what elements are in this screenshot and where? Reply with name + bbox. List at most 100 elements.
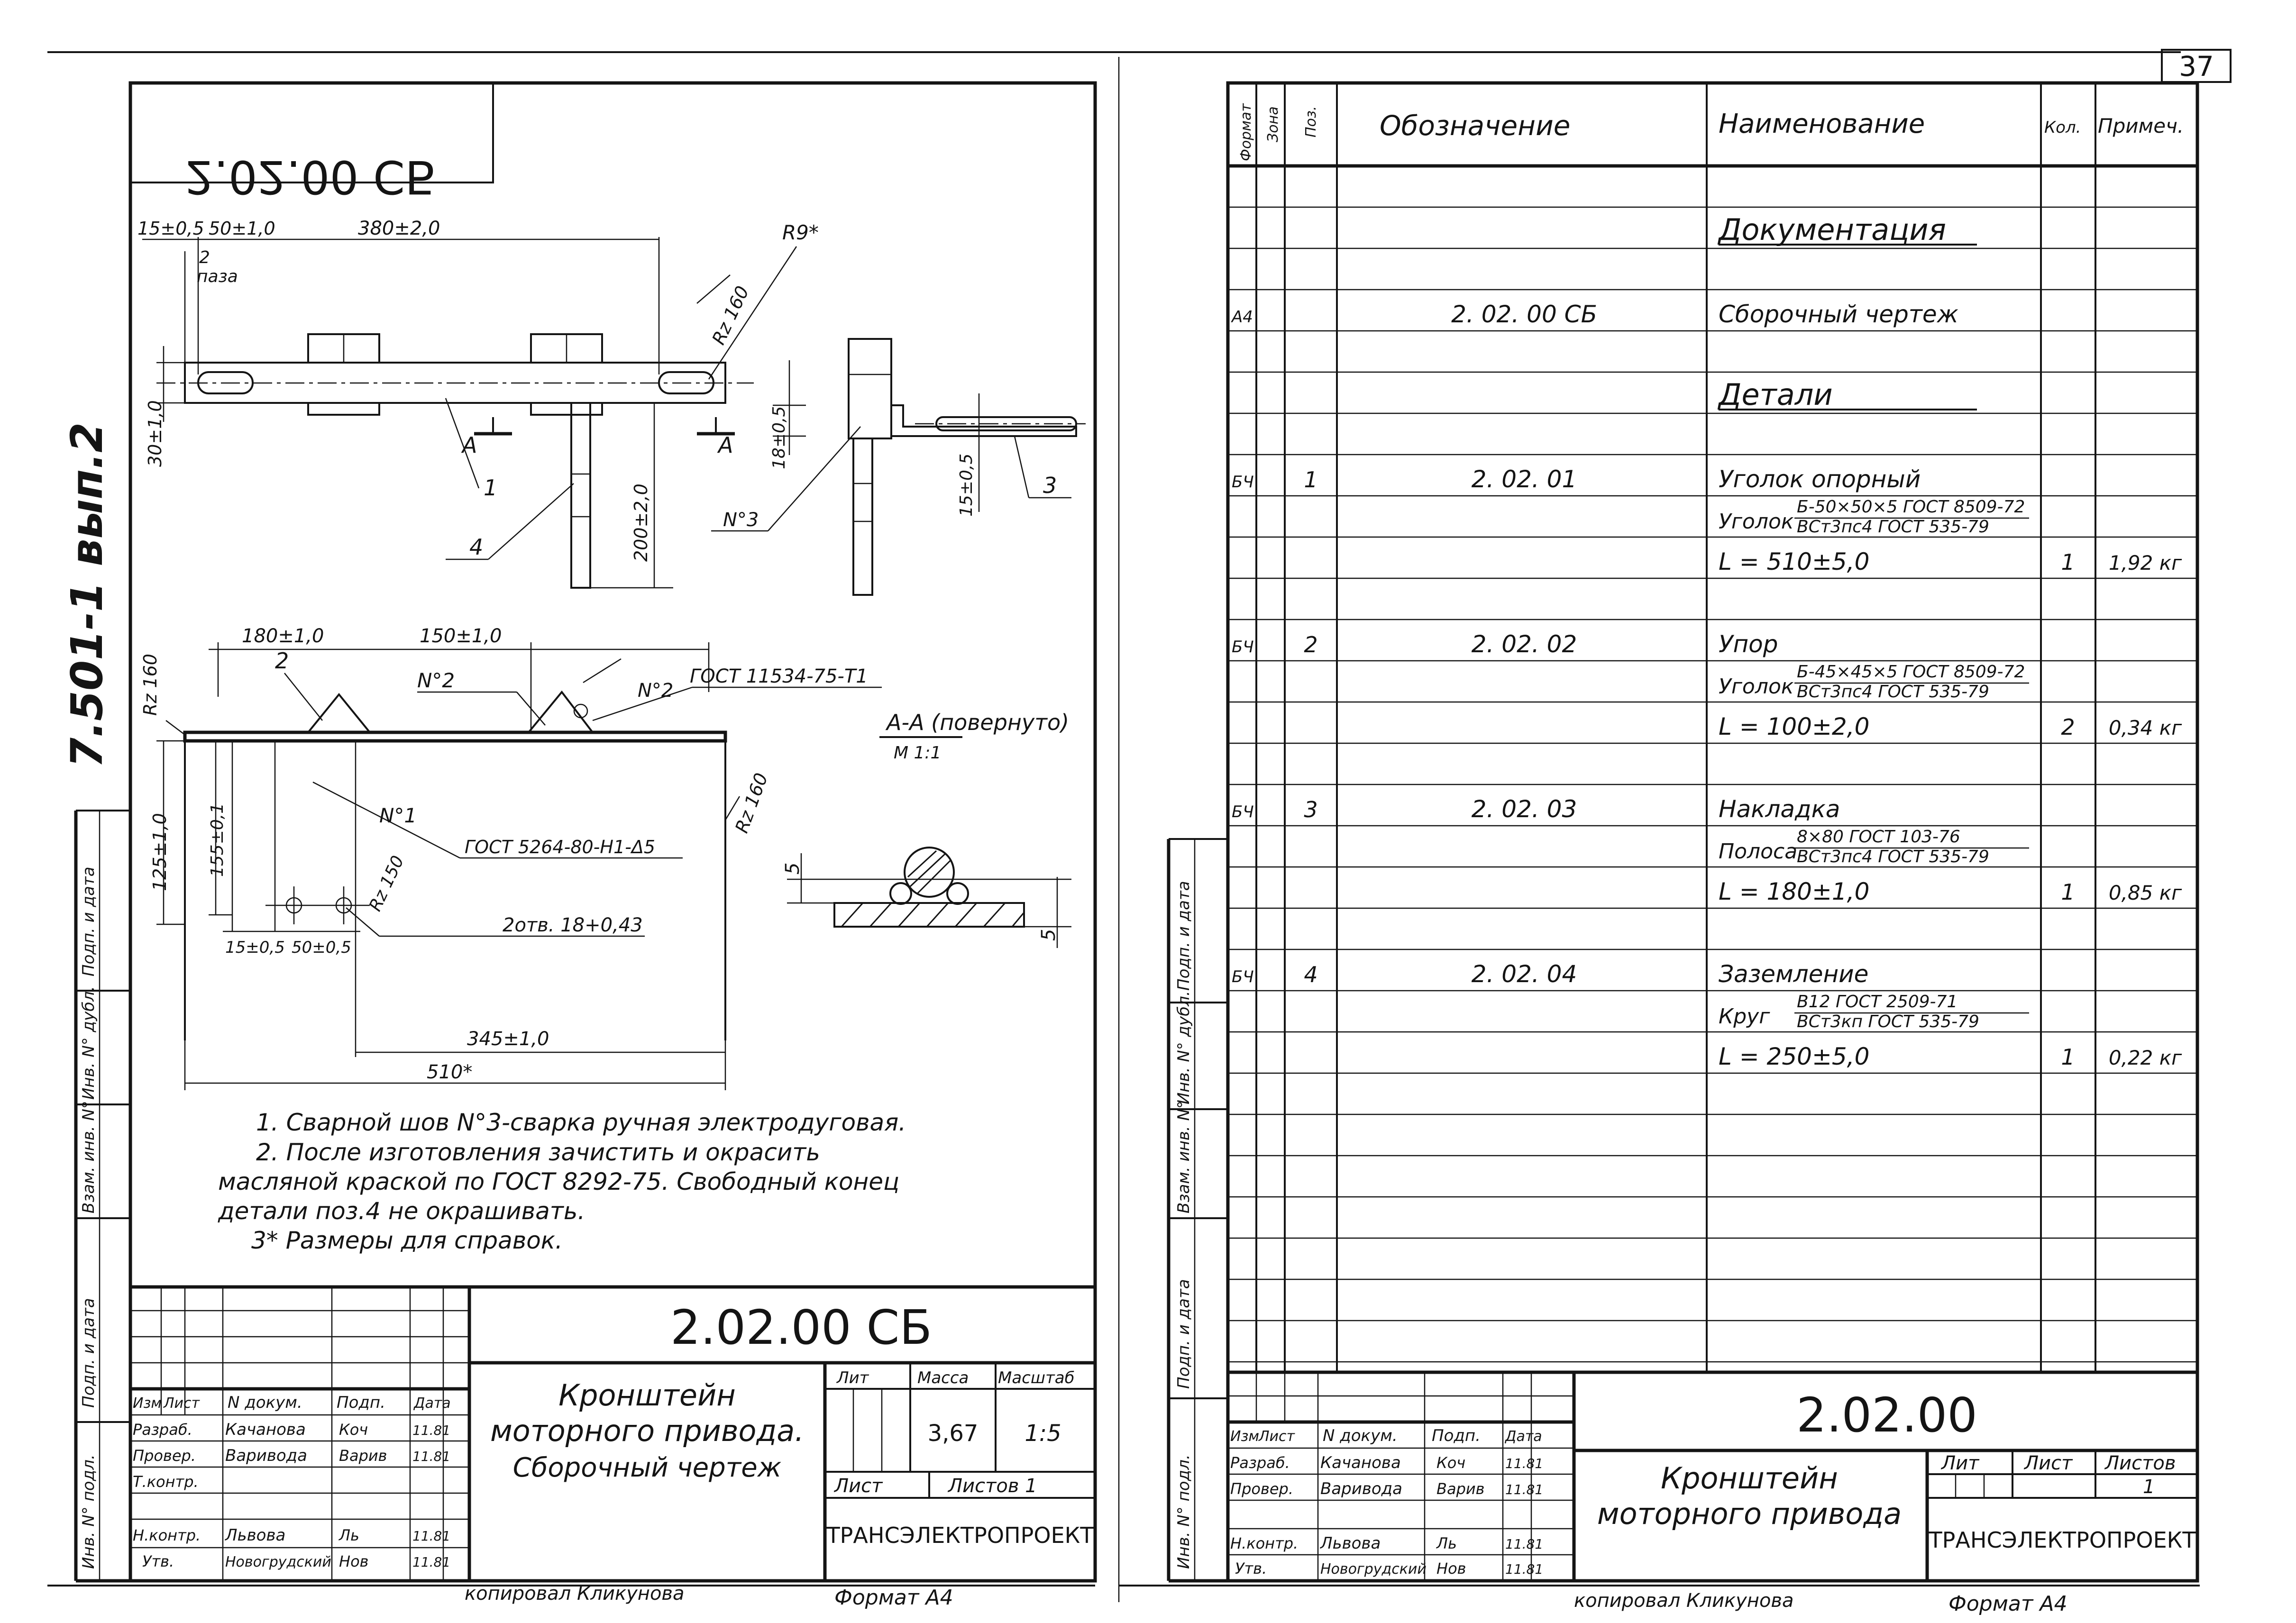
hdr-zona: Зона [1265, 106, 1281, 142]
spec-naim: Документация [1717, 212, 1946, 247]
right-title-1: Кронштейн [1661, 1461, 1838, 1495]
spec-frac-top: Б-45×45×5 ГОСТ 8509-72 [1797, 662, 2025, 682]
dim-510: 510* [427, 1061, 472, 1083]
hdr-ndok: N докум. [228, 1393, 302, 1412]
role-3: Н.контр. [133, 1526, 201, 1544]
org-right: ТРАНСЭЛЕКТРОПРОЕКТ [1929, 1527, 2196, 1553]
r-listov-value: 1 [2143, 1476, 2155, 1498]
spec-oboz: 2. 02. 04 [1472, 960, 1577, 988]
side-inv-podl: Инв. N° подл. [79, 1454, 98, 1569]
dim-150: 150±1,0 [420, 625, 502, 647]
dim-200: 200±2,0 [631, 483, 651, 562]
r-hdr-list: Лист [1258, 1428, 1296, 1445]
lit-label: Лит [836, 1368, 869, 1387]
top-view: А А 15±0,5 50±1,0 380±2,0 2 паза R9* Rz … [137, 218, 819, 589]
spec-frac-bot: ВСт3пс4 ГОСТ 535-79 [1797, 682, 1989, 702]
section-aa: А-А (повернуто) М 1:1 5 5 [782, 710, 1071, 948]
spec-oboz: 2. 02. 03 [1472, 795, 1577, 823]
r-hdr-podp: Подп. [1432, 1426, 1481, 1445]
dim-5a: 5 [782, 863, 804, 875]
spec-naim: Упор [1719, 630, 1778, 658]
r-side-vzam: Взам. инв. N° [1174, 1101, 1193, 1213]
dim-rz160-left: Rz 160 [140, 654, 161, 716]
massa-label: Масса [917, 1368, 969, 1387]
sign-3: Ль [338, 1526, 359, 1544]
spec-prim: 1,92 кг [2109, 551, 2182, 574]
spec-naim: Детали [1717, 377, 1833, 412]
spec-naim: Уголок [1719, 510, 1794, 534]
role-0: Разраб. [133, 1421, 192, 1439]
spec-frac-bot: ВСт3пс4 ГОСТ 535-79 [1797, 517, 1989, 537]
spec-prim: 0,85 кг [2109, 881, 2182, 904]
hdr-data: Дата [413, 1395, 451, 1412]
r-sign-1: Варив [1436, 1480, 1485, 1498]
hdr-oboz: Обозначение [1380, 109, 1570, 142]
r-date-3: 11.81 [1505, 1536, 1543, 1552]
dim-155: 155±0,1 [208, 803, 227, 877]
spec-naim: L = 510±5,0 [1719, 548, 1869, 575]
dim-rz160-top: Rz 160 [708, 283, 753, 348]
hdr-prim: Примеч. [2098, 114, 2184, 137]
masshtab-label: Масштаб [998, 1368, 1075, 1387]
r-lit-label: Лит [1940, 1452, 1980, 1474]
spec-format: БЧ [1232, 967, 1254, 986]
spec-prim: 0,22 кг [2109, 1046, 2182, 1069]
dim-180: 180±1,0 [242, 625, 324, 647]
spec-format: БЧ [1232, 802, 1254, 821]
weld-n2a: N°2 [417, 669, 455, 692]
name-0: Качанова [225, 1420, 306, 1439]
spec-frac-bot: ВСт3кп ГОСТ 535-79 [1797, 1012, 1979, 1031]
dim-345: 345±1,0 [467, 1028, 549, 1050]
side-view: 18±0,5 15±0,5 3 N°3 [711, 338, 1086, 596]
left-title-block: Изм Лист N докум. Подп. Дата Разраб. Кач… [130, 1285, 1095, 1581]
spec-table: Формат Зона Поз. Обозначение Наименовани… [1228, 83, 2197, 1372]
spec-naim: Уголок опорный [1719, 465, 1921, 493]
weld-n1: N°1 [379, 804, 417, 827]
name-1: Варивода [225, 1446, 307, 1465]
r-name-3: Львова [1319, 1534, 1381, 1553]
spec-prim: 0,34 кг [2109, 716, 2182, 739]
spec-naim: Накладка [1719, 795, 1840, 823]
spec-kol: 1 [2061, 879, 2075, 905]
spec-naim: Сборочный чертеж [1719, 301, 1958, 328]
side-inv-dubl: Инв. N° дубл. [79, 986, 98, 1100]
role-4: Утв. [142, 1552, 174, 1570]
r-role-0: Разраб. [1230, 1454, 1290, 1472]
r-date-4: 11.81 [1505, 1561, 1543, 1577]
r-role-3: Н.контр. [1230, 1534, 1298, 1552]
spec-format: БЧ [1232, 473, 1254, 492]
date-3: 11.81 [412, 1528, 450, 1544]
spec-naim: Уголок [1719, 675, 1794, 699]
spec-frac-top: В12 ГОСТ 2509-71 [1797, 992, 1958, 1012]
pos-label-3: 3 [1043, 473, 1057, 498]
spec-poz: 4 [1304, 962, 1317, 987]
spec-frac-top: Б-50×50×5 ГОСТ 8509-72 [1797, 497, 2025, 517]
dim-15b: 15±0,5 [957, 454, 976, 517]
scale-value: 1:5 [1025, 1420, 1061, 1447]
spec-naim: L = 180±1,0 [1719, 878, 1869, 905]
left-format: Формат А4 [834, 1586, 953, 1610]
name-4: Новогрудский [225, 1554, 331, 1570]
spec-poz: 3 [1304, 797, 1317, 822]
section-scale: М 1:1 [894, 743, 941, 763]
weld-n2b: N°2 [638, 680, 673, 702]
r-list-label: Лист [2023, 1452, 2073, 1474]
spec-frac-top: 8×80 ГОСТ 103-76 [1797, 827, 1960, 847]
spec-poz: 1 [1304, 467, 1317, 492]
front-view: 125±1,0 155±0,1 15±0,5 50±0,5 345±1,0 51… [140, 625, 882, 1090]
r-sign-3: Ль [1436, 1534, 1457, 1552]
date-4: 11.81 [412, 1554, 450, 1570]
hdr-izm: Изм [133, 1395, 162, 1412]
dim-50c: 50±0,5 [292, 938, 351, 957]
spec-oboz: 2. 02. 00 СБ [1451, 301, 1597, 328]
weld-gost11534: ГОСТ 11534-75-Т1 [690, 666, 868, 687]
dim-125: 125±1,0 [149, 813, 170, 891]
spec-format: БЧ [1232, 638, 1254, 656]
r-listov-label: Листов [2104, 1452, 2176, 1474]
weld-gost5264: ГОСТ 5264-80-Н1-Δ5 [465, 837, 655, 857]
pos-label-1: 1 [484, 475, 497, 501]
r-role-4: Утв. [1235, 1559, 1267, 1577]
sign-0: Коч [339, 1421, 368, 1439]
notes: 1. Сварной шов N°3-сварка ручная электро… [218, 1109, 906, 1254]
